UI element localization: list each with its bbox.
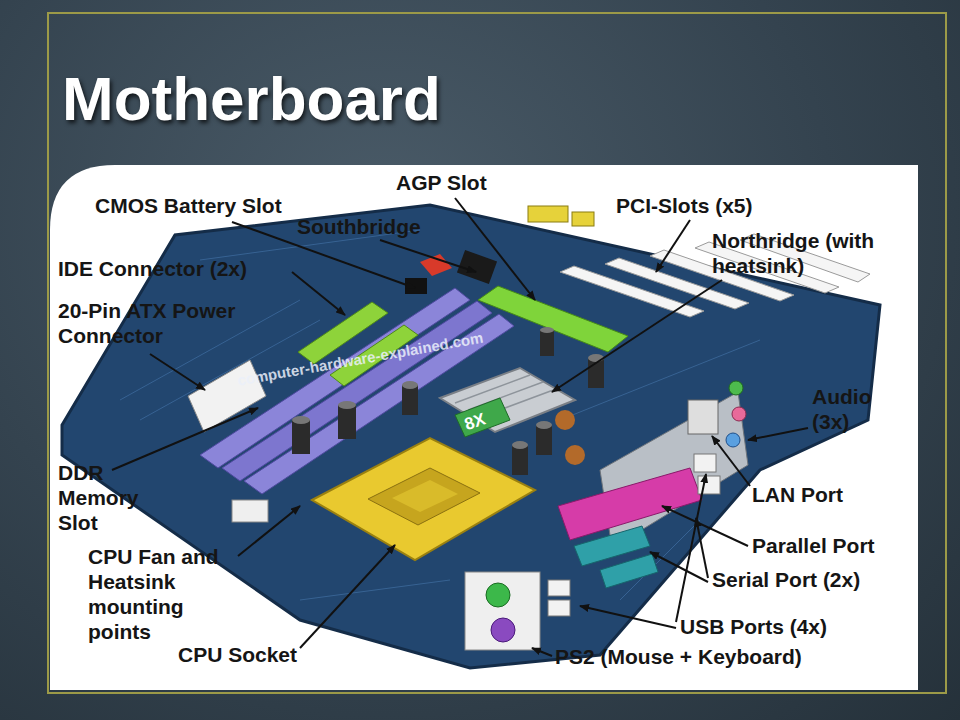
leader-lines-part [532,648,552,656]
leader-lines-part [238,506,300,556]
callout-label: Serial Port (2x) [712,567,860,592]
callout-label: LAN Port [752,482,843,507]
back-panel-io-part [486,583,510,607]
callout-label: AGP Slot [396,170,487,195]
back-panel-io-part [732,407,746,421]
leader-lines-part [696,518,708,578]
misc-connectors-part [232,500,268,522]
misc-connectors-part [528,206,568,222]
circuit-board-part [120,230,760,600]
capacitors-part [292,420,310,454]
northbridge-heatsink [440,368,575,437]
leader-lines-part [380,240,476,272]
back-panel-io-part [698,476,720,494]
back-panel-io-part [729,381,743,395]
leader-lines-part [712,436,750,486]
callout-label: IDE Connector (2x) [58,256,247,281]
callout-label: PS2 (Mouse + Keyboard) [555,644,802,669]
capacitors-part [292,416,310,424]
capacitors-part [512,445,528,475]
leader-lines-part [580,606,676,628]
leader-lines-part [292,272,345,315]
capacitors-part [536,425,552,455]
back-panel-io-part [548,600,570,616]
back-panel-io-part [548,580,570,596]
white-panel [50,165,918,690]
slide-frame [48,13,946,693]
callout-label: Audio (3x) [812,384,887,434]
capacitors-part [588,354,604,362]
back-panel-io-part [600,554,658,588]
leader-lines-part [300,545,395,648]
leader-lines-part [455,198,535,300]
capacitors-part [338,401,356,409]
leader-lines-part [552,280,722,392]
leader-lines-part [748,428,808,440]
cpu-socket-part [312,438,535,560]
callout-label: Northridge (with heatsink) [712,228,882,278]
back-panel-io-part [694,454,716,472]
capacitors-part [512,441,528,449]
back-panel-io-part [465,572,540,650]
northbridge-heatsink-part-part [455,375,530,403]
capacitors-part [402,381,418,389]
callout-label: PCI-Slots (x5) [616,193,753,218]
capacitors-part [536,421,552,429]
leader-lines-part [662,506,748,546]
circuit-board-part-part [300,580,450,600]
cpu-socket-part [368,468,480,525]
cpu-socket-part [392,480,458,512]
capacitors-part [555,410,575,430]
back-panel-io-part [491,618,515,642]
cpu-socket [312,438,535,560]
capacitors-part [338,405,356,439]
back-panel-io-part [726,433,740,447]
leader-lines-part [112,408,258,470]
capacitors-part [402,385,418,415]
back-panel-io [465,381,748,650]
callout-label: USB Ports (4x) [680,614,827,639]
callout-label: CPU Fan and Heatsink mounting points [88,544,238,644]
leader-lines-part [656,220,690,272]
northbridge-heatsink-part [455,398,510,437]
callout-label: Southbridge [297,214,421,239]
callout-label: CPU Socket [178,642,297,667]
misc-connectors-part [572,212,594,226]
leader-lines-part [650,552,708,582]
capacitors-part [540,327,554,333]
slide-title: Motherboard [62,68,441,130]
callout-label: Parallel Port [752,533,875,558]
back-panel-io-part [688,400,718,434]
capacitors-part [565,445,585,465]
callout-label: 20-Pin ATX Power Connector [58,298,308,348]
leader-lines-part [150,354,205,390]
leader-lines-part [676,474,706,622]
callout-label: DDR Memory Slot [58,460,158,535]
capacitors-part [540,330,554,356]
callout-label: CMOS Battery Slot [95,193,282,218]
misc-connectors-part [420,254,452,276]
